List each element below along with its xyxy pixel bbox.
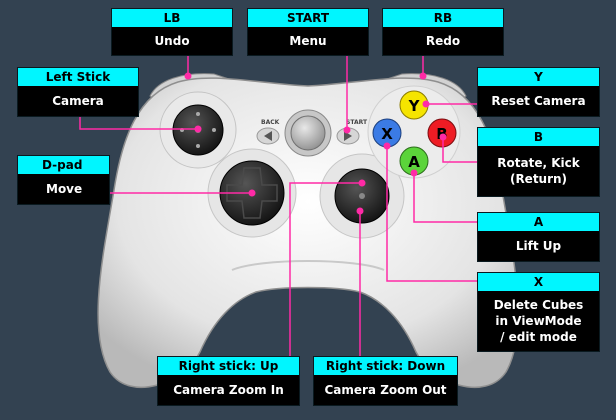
label-start: START Menu	[247, 8, 369, 56]
label-x: X Delete Cubes in ViewMode / edit mode	[477, 272, 600, 352]
y-button-letter: Y	[408, 97, 421, 115]
label-a-action: Lift Up	[478, 231, 599, 261]
label-y-action: Reset Camera	[478, 86, 599, 116]
leader-a	[413, 173, 478, 223]
a-button-letter: A	[408, 153, 420, 171]
label-b-name: B	[478, 128, 599, 146]
label-lb: LB Undo	[111, 8, 233, 56]
leader-dot	[248, 189, 256, 197]
leader-left-stick	[79, 117, 198, 130]
label-start-name: START	[248, 9, 368, 27]
label-x-action: Delete Cubes in ViewMode / edit mode	[478, 291, 599, 351]
leader-dot	[184, 72, 192, 80]
label-left-stick: Left Stick Camera	[17, 67, 139, 117]
label-right-stick-down-action: Camera Zoom Out	[314, 375, 457, 405]
label-y-name: Y	[478, 68, 599, 86]
x-button-letter: X	[381, 125, 393, 143]
leader-x	[386, 146, 478, 282]
back-arrow-icon	[264, 131, 272, 141]
right-stick-center	[359, 193, 365, 199]
leader-dot	[194, 125, 202, 133]
label-right-stick-down-name: Right stick: Down	[314, 357, 457, 375]
label-lb-name: LB	[112, 9, 232, 27]
leader-dot	[343, 126, 351, 134]
label-a-name: A	[478, 213, 599, 231]
label-right-stick-up-name: Right stick: Up	[158, 357, 299, 375]
leader-rs-up	[289, 182, 362, 356]
b-button	[427, 118, 457, 148]
label-rb-name: RB	[383, 9, 503, 27]
label-right-stick-up: Right stick: Up Camera Zoom In	[157, 356, 300, 406]
label-x-name: X	[478, 273, 599, 291]
label-lb-action: Undo	[112, 27, 232, 55]
guide-button	[290, 115, 326, 151]
label-b: B Rotate, Kick (Return)	[477, 127, 600, 197]
leader-dot	[422, 100, 430, 108]
label-rb-action: Redo	[383, 27, 503, 55]
leader-lines	[79, 30, 478, 356]
leader-b	[442, 137, 478, 163]
leader-dot	[356, 207, 364, 215]
leader-dot	[358, 179, 366, 187]
leader-endpoints	[184, 72, 447, 215]
leader-dot	[419, 72, 427, 80]
start-arrow-icon	[344, 131, 352, 141]
label-right-stick-up-action: Camera Zoom In	[158, 375, 299, 405]
left-stick-dot	[196, 144, 200, 148]
leader-dot	[439, 133, 447, 141]
dpad-cross	[226, 167, 278, 219]
label-b-action: Rotate, Kick (Return)	[478, 146, 599, 196]
label-dpad-action: Move	[18, 174, 109, 204]
label-left-stick-name: Left Stick	[18, 68, 138, 86]
body-contour	[231, 260, 385, 271]
back-label: BACK	[261, 119, 280, 126]
leader-dot	[383, 142, 391, 150]
label-rb: RB Redo	[382, 8, 504, 56]
label-y: Y Reset Camera	[477, 67, 600, 117]
label-start-action: Menu	[248, 27, 368, 55]
left-stick-dot	[196, 112, 200, 116]
leader-dot	[410, 169, 418, 177]
left-stick-dot	[212, 128, 216, 132]
label-dpad: D-pad Move	[17, 155, 110, 205]
label-left-stick-action: Camera	[18, 86, 138, 116]
label-right-stick-down: Right stick: Down Camera Zoom Out	[313, 356, 458, 406]
start-label: START	[346, 119, 368, 126]
label-dpad-name: D-pad	[18, 156, 109, 174]
label-a: A Lift Up	[477, 212, 600, 262]
